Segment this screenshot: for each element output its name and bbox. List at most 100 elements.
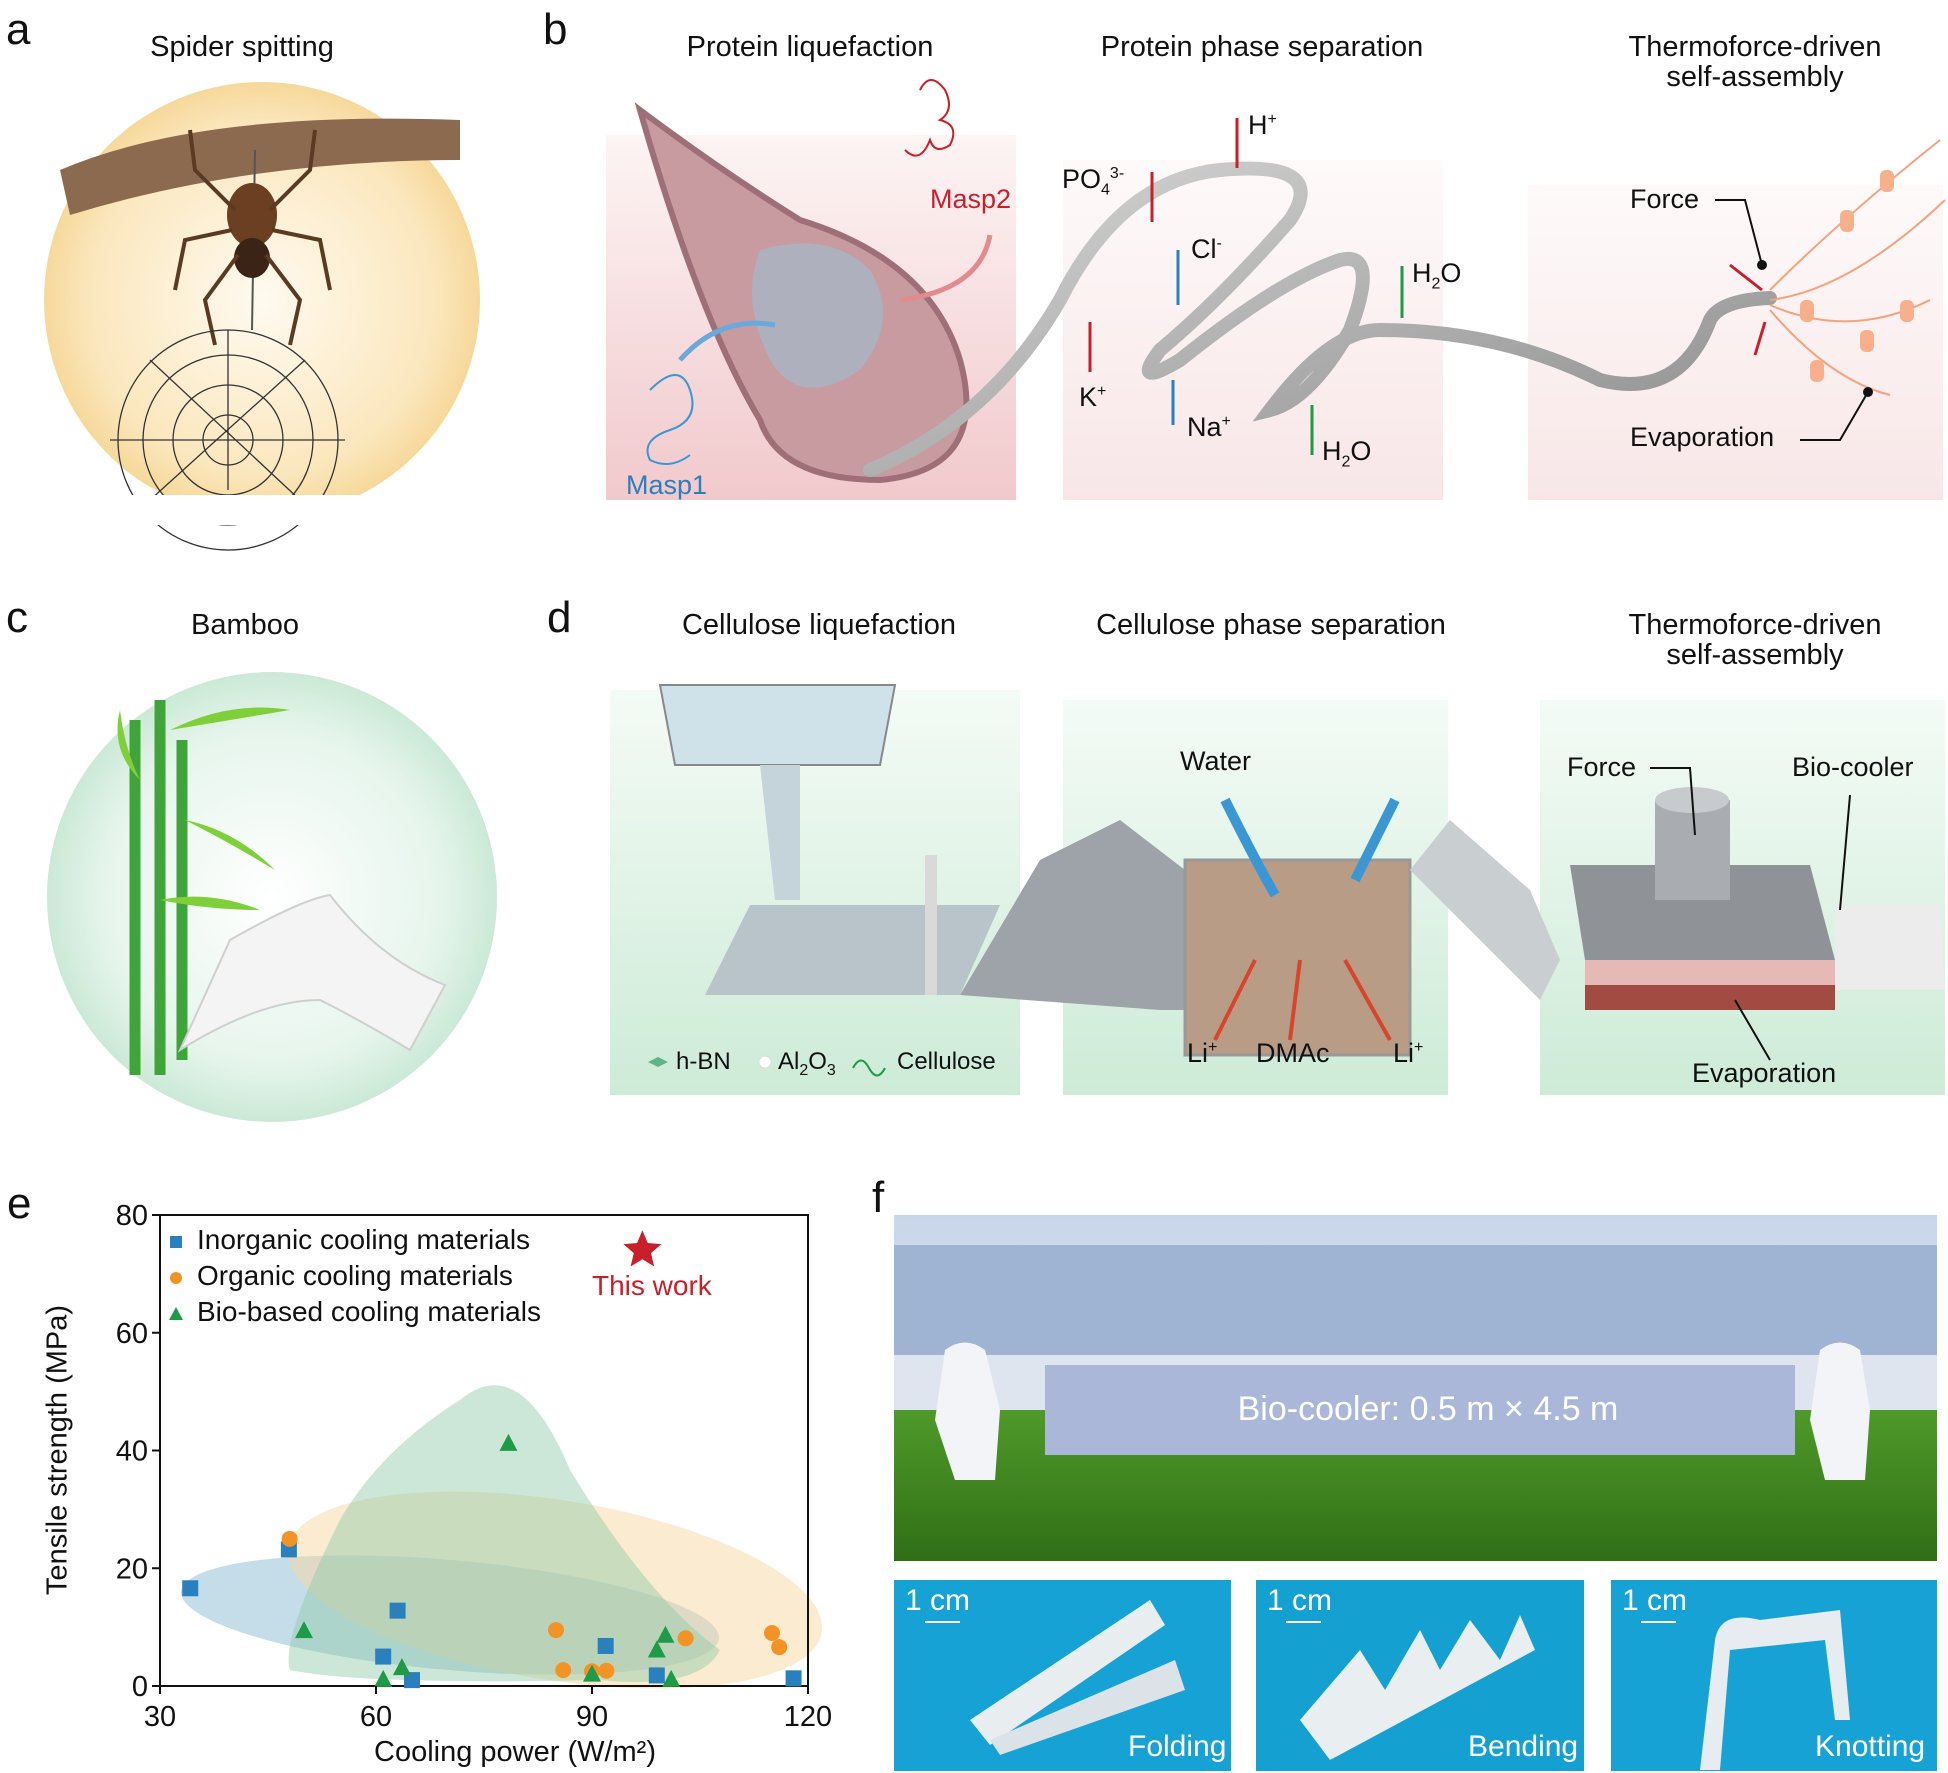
label-force-d: Force bbox=[1567, 752, 1637, 782]
formula-sub: 3 bbox=[826, 1061, 836, 1079]
label-potassium: K+ bbox=[1079, 384, 1106, 411]
data-point-circle bbox=[548, 1622, 564, 1639]
panel-a-title: Spider spitting bbox=[150, 31, 334, 63]
this-work-label: This work bbox=[592, 1270, 712, 1301]
cellulose-process-diagram bbox=[610, 684, 1945, 1095]
y-tick-label: 40 bbox=[116, 1436, 148, 1468]
ion-base: Li bbox=[1187, 1038, 1209, 1068]
legend-organic: Organic cooling materials bbox=[197, 1260, 513, 1291]
data-point-circle bbox=[281, 1530, 298, 1547]
panel-label-f: f bbox=[872, 1173, 885, 1222]
label-lithium-right: Li+ bbox=[1393, 1040, 1423, 1067]
data-point-square bbox=[597, 1637, 614, 1654]
scale-bar-folding: 1 cm bbox=[905, 1584, 971, 1617]
formula-sub: 2 bbox=[799, 1061, 809, 1079]
legend-inorganic: Inorganic cooling materials bbox=[197, 1224, 531, 1255]
ion-sup: - bbox=[1216, 235, 1222, 252]
data-point-square bbox=[182, 1580, 199, 1597]
panel-label-d: d bbox=[547, 593, 572, 642]
label-masp2: Masp2 bbox=[930, 184, 1012, 214]
panel-label-b: b bbox=[543, 5, 568, 54]
data-point-square bbox=[785, 1670, 802, 1687]
data-point-square bbox=[404, 1672, 420, 1689]
data-point-triangle bbox=[662, 1669, 681, 1687]
legend-al2o3: Al2O3 bbox=[778, 1050, 836, 1079]
title-line: Thermoforce-driven bbox=[1628, 609, 1882, 641]
x-axis-label: Cooling power (W/m²) bbox=[374, 1736, 656, 1768]
data-point-triangle bbox=[647, 1640, 666, 1658]
data-point-circle bbox=[771, 1639, 788, 1656]
banner-text: Bio-cooler: 0.5 m × 4.5 m bbox=[1237, 1390, 1619, 1428]
data-point-triangle bbox=[392, 1658, 411, 1676]
y-axis-label: Tensile strength (MPa) bbox=[41, 1304, 74, 1596]
title-line: self-assembly bbox=[1666, 61, 1844, 94]
data-point-circle bbox=[555, 1662, 572, 1679]
panel-label-e: e bbox=[7, 1179, 32, 1228]
legend-marker-triangle bbox=[169, 1307, 183, 1320]
data-point-triangle bbox=[499, 1433, 518, 1451]
ion-sup: 3- bbox=[1109, 165, 1125, 182]
data-point-triangle bbox=[374, 1669, 393, 1687]
data-point-circle bbox=[764, 1625, 780, 1642]
panel-c-title: Bamboo bbox=[190, 609, 300, 641]
label-masp1: Masp1 bbox=[626, 470, 708, 500]
legend-marker-circle bbox=[170, 1272, 182, 1284]
panel-b-title-liquefaction: Protein liquefaction bbox=[686, 31, 934, 63]
data-point-square bbox=[389, 1602, 406, 1619]
outdoor-photo bbox=[894, 1215, 1937, 1561]
formula-part: H bbox=[1322, 436, 1342, 466]
label-water-d: Water bbox=[1180, 746, 1252, 776]
formula-part: O bbox=[808, 1048, 827, 1075]
formula-part: H bbox=[1412, 258, 1432, 288]
ion-sub: 4 bbox=[1101, 181, 1110, 199]
label-phosphate: PO43- bbox=[1062, 166, 1124, 198]
label-biocooler: Bio-cooler bbox=[1792, 752, 1914, 782]
y-tick-label: 20 bbox=[116, 1553, 148, 1585]
y-tick-label: 80 bbox=[116, 1200, 148, 1232]
this-work-star bbox=[623, 1230, 662, 1267]
label-evaporation-d: Evaporation bbox=[1692, 1058, 1837, 1088]
data-point-triangle bbox=[656, 1625, 675, 1643]
formula-sub: 2 bbox=[1341, 453, 1351, 471]
label-chloride: Cl- bbox=[1191, 236, 1222, 263]
inset-photos bbox=[894, 1580, 1937, 1771]
label-lithium-left: Li+ bbox=[1187, 1040, 1217, 1067]
label-evaporation-b: Evaporation bbox=[1630, 422, 1775, 452]
label-sodium: Na+ bbox=[1187, 414, 1231, 441]
ion-base: H bbox=[1248, 110, 1268, 140]
data-point-square bbox=[648, 1667, 665, 1684]
legend-marker-square bbox=[170, 1236, 182, 1248]
ion-sup: + bbox=[1221, 413, 1231, 430]
ion-sup: + bbox=[1097, 383, 1107, 400]
ion-sup: + bbox=[1208, 1039, 1218, 1056]
panel-d-title-phase-separation: Cellulose phase separation bbox=[1096, 609, 1446, 641]
legend-biobased: Bio-based cooling materials bbox=[197, 1296, 541, 1327]
spider-illustration bbox=[40, 82, 490, 551]
formula-part: O bbox=[1440, 258, 1462, 288]
ion-base: Cl bbox=[1191, 234, 1217, 264]
ion-sup: + bbox=[1267, 111, 1277, 128]
ion-base: Na bbox=[1187, 412, 1222, 442]
data-point-circle bbox=[677, 1630, 694, 1647]
label-water-out: H2O bbox=[1412, 260, 1461, 292]
x-tick-label: 90 bbox=[576, 1701, 608, 1733]
legend-cellulose: Cellulose bbox=[897, 1048, 996, 1075]
y-tick-label: 60 bbox=[116, 1318, 148, 1350]
caption-knotting: Knotting bbox=[1815, 1730, 1926, 1763]
label-dmac: DMAc bbox=[1256, 1038, 1330, 1068]
caption-folding: Folding bbox=[1128, 1730, 1227, 1763]
x-tick-label: 30 bbox=[144, 1701, 176, 1733]
bamboo-illustration bbox=[47, 672, 497, 1122]
panel-d-title-liquefaction: Cellulose liquefaction bbox=[681, 609, 957, 641]
formula-sub: 2 bbox=[1431, 275, 1441, 293]
label-force-b: Force bbox=[1630, 184, 1700, 214]
x-tick-label: 120 bbox=[784, 1701, 832, 1733]
scale-bar-bending: 1 cm bbox=[1267, 1584, 1333, 1617]
label-proton: H+ bbox=[1248, 112, 1277, 139]
formula-part: O bbox=[1350, 436, 1372, 466]
data-point-circle bbox=[598, 1662, 615, 1679]
